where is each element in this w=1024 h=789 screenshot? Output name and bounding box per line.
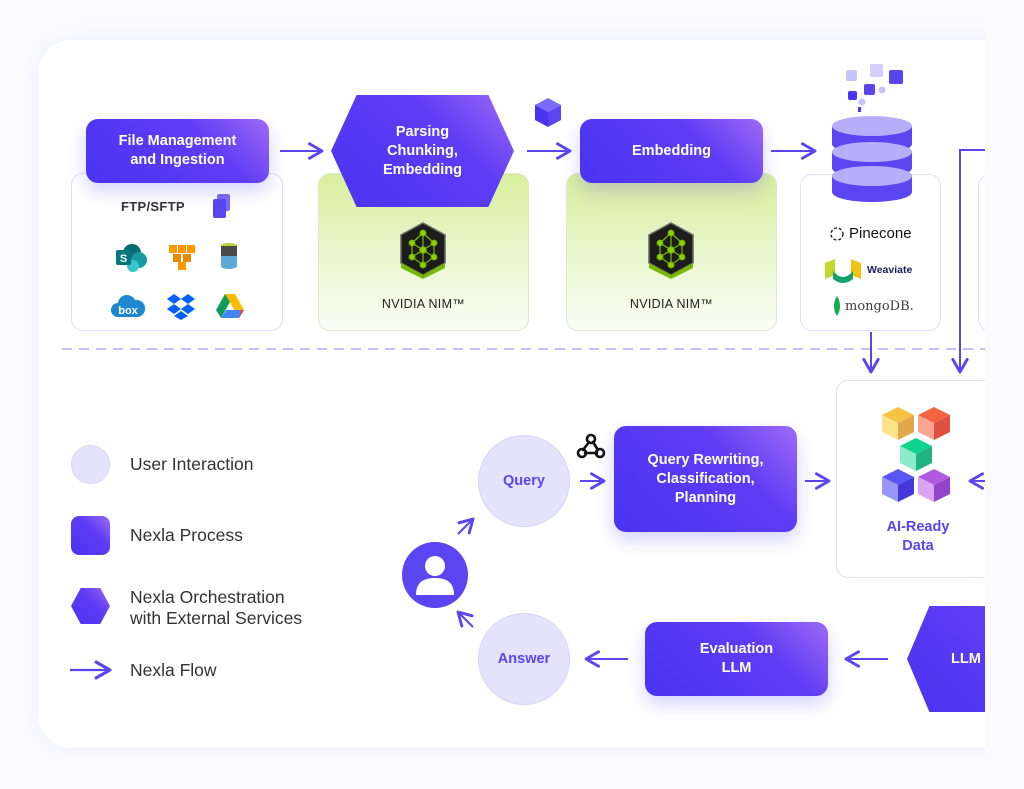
sharepoint-icon: S — [116, 244, 147, 272]
nvidia-nim-icon — [648, 222, 694, 279]
ai-ready-line2: Data — [902, 538, 934, 554]
embedding-nim-label: NVIDIA NIM™ — [629, 297, 714, 311]
answer-node[interactable]: Answer — [478, 613, 570, 705]
dropbox-icon — [167, 294, 195, 320]
cube-icon — [535, 98, 561, 127]
box-text: box — [118, 305, 138, 317]
ingestion-process[interactable]: File Management and Ingestion — [86, 119, 269, 183]
ingestion-line2: and Ingestion — [130, 152, 225, 168]
file-copy-icon — [213, 194, 230, 218]
parsing-orchestration[interactable]: Parsing Chunking, Embedding — [331, 95, 514, 207]
azure-storage-icon — [221, 243, 237, 269]
right-edge-mask — [985, 0, 1024, 789]
ai-ready-line1: AI-Ready — [886, 519, 950, 535]
vector-database-icon — [832, 64, 912, 202]
legend-nexla-flow: Nexla Flow — [130, 660, 217, 680]
rewriting-line1: Query Rewriting, — [647, 451, 764, 468]
query-rewriting-process[interactable]: Query Rewriting, Classification, Plannin… — [614, 426, 797, 532]
rewriting-line3: Planning — [674, 489, 737, 506]
ingestion-line1: File Management — [118, 133, 237, 149]
parsing-line3: Embedding — [383, 161, 462, 178]
legend-orchestration-line2: with External Services — [130, 608, 303, 628]
legend-orchestration-line1: Nexla Orchestration — [130, 587, 285, 607]
weaviate-icon — [825, 259, 861, 283]
evaluation-line2: LLM — [721, 660, 752, 676]
parsing-nim-label: NVIDIA NIM™ — [381, 297, 466, 311]
ftp-sftp-label: FTP/SFTP — [121, 199, 185, 214]
pinecone-label: Pinecone — [849, 225, 912, 242]
evaluation-llm-process[interactable]: Evaluation LLM — [645, 622, 828, 696]
aws-icon — [169, 245, 195, 270]
parsing-line2: Chunking, — [387, 142, 458, 159]
nvidia-nim-icon — [400, 222, 446, 279]
rewriting-line2: Classification, — [656, 470, 755, 487]
legend-circle-icon — [71, 445, 110, 484]
mongodb-label: mongoDB. — [845, 298, 914, 314]
ai-ready-label: AI-Ready Data — [837, 518, 999, 556]
user-avatar-icon[interactable] — [401, 541, 469, 609]
mongodb-leaf-icon — [834, 296, 840, 316]
llm-label: LLM — [951, 650, 981, 667]
parsing-line1: Parsing — [395, 123, 450, 140]
query-label: Query — [503, 473, 545, 489]
legend-nexla-process: Nexla Process — [130, 525, 243, 545]
weaviate-label: Weaviate — [867, 264, 913, 276]
ai-ready-data-cubes-icon — [882, 407, 950, 502]
legend-user-interaction: User Interaction — [130, 454, 254, 474]
google-drive-icon — [216, 294, 244, 318]
weaviate-logo: Weaviate — [823, 257, 912, 283]
box-icon: box — [111, 295, 146, 317]
answer-label: Answer — [497, 651, 551, 667]
legend-hexagon-icon — [71, 588, 110, 624]
query-node[interactable]: Query — [478, 435, 570, 527]
mongodb-logo: mongoDB. — [833, 296, 914, 316]
embedding-label: Embedding — [632, 142, 711, 159]
pinecone-icon — [830, 226, 844, 241]
pinecone-logo: Pinecone — [829, 225, 912, 242]
legend-square-icon — [71, 516, 110, 555]
legend-nexla-orchestration: Nexla Orchestration with External Servic… — [130, 587, 302, 629]
evaluation-line1: Evaluation — [699, 641, 774, 657]
webhook-icon — [576, 433, 606, 459]
embedding-process[interactable]: Embedding — [580, 119, 763, 183]
sharepoint-letter: S — [120, 253, 127, 265]
